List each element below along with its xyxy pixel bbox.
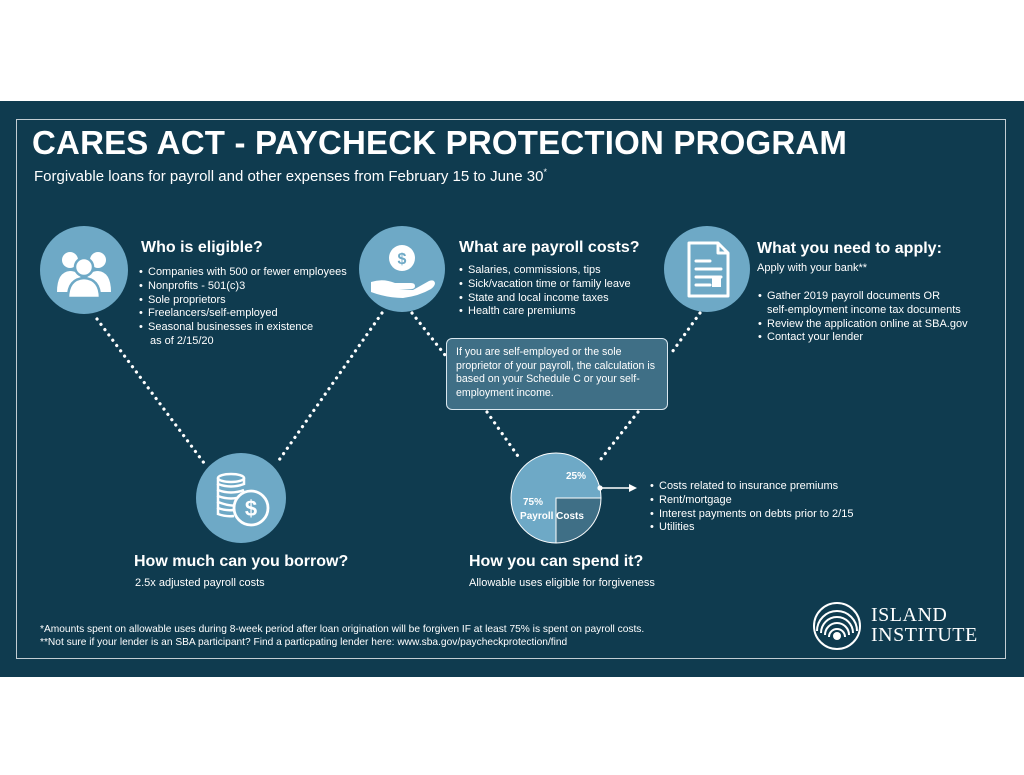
subtitle-text: Forgivable loans for payroll and other e… (34, 168, 544, 185)
eligible-list: Companies with 500 or fewer employees No… (139, 266, 347, 349)
list-item: Sole proprietors (139, 294, 347, 308)
list-item: Companies with 500 or fewer employees (139, 266, 347, 280)
arrow-right-icon (597, 484, 637, 492)
pie-label-large-pct: 75% (523, 497, 543, 508)
page-subtitle: Forgivable loans for payroll and other e… (34, 167, 547, 185)
list-item: Sick/vacation time or family leave (459, 278, 631, 292)
self-employed-callout: If you are self-employed or the sole pro… (446, 338, 668, 410)
pie-slice-payroll (510, 452, 602, 544)
page-title: CARES ACT - PAYCHECK PROTECTION PROGRAM (32, 124, 848, 161)
list-item: State and local income taxes (459, 292, 631, 306)
list-item: Health care premiums (459, 305, 631, 319)
borrow-text: 2.5x adjusted payroll costs (135, 577, 265, 589)
footnote-2: **Not sure if your lender is an SBA part… (40, 637, 568, 648)
list-item: Rent/mortgage (650, 494, 853, 508)
document-icon (664, 226, 750, 312)
payroll-heading: What are payroll costs? (459, 239, 640, 256)
dotted-connectors (95, 311, 702, 465)
pie-label-large-name: Payroll Costs (520, 511, 584, 522)
list-item-continuation: self-employment income tax documents (767, 303, 961, 316)
svg-text:$: $ (245, 496, 257, 521)
list-item: Review the application online at SBA.gov (758, 318, 968, 332)
footnote-1: *Amounts spent on allowable uses during … (40, 624, 645, 635)
eligible-heading: Who is eligible? (141, 239, 263, 256)
spend-text: Allowable uses eligible for forgiveness (469, 577, 655, 589)
island-institute-logo-icon (813, 602, 861, 650)
infographic-banner: CARES ACT - PAYCHECK PROTECTION PROGRAM … (0, 101, 1024, 677)
logo-line-1: ISLAND (871, 604, 948, 626)
payroll-list: Salaries, commissions, tips Sick/vacatio… (459, 264, 631, 319)
pie-slice-other (555, 497, 602, 544)
list-item: Salaries, commissions, tips (459, 264, 631, 278)
inner-frame (16, 119, 1006, 659)
list-item: Interest payments on debts prior to 2/15 (650, 508, 853, 522)
svg-text:$: $ (398, 251, 407, 268)
apply-intro: Apply with your bank** (757, 262, 868, 274)
apply-heading: What you need to apply: (757, 240, 942, 257)
list-item: Utilities (650, 521, 853, 535)
spend-pie-chart: 25% 75% Payroll Costs (510, 452, 602, 544)
borrow-heading: How much can you borrow? (134, 553, 349, 570)
spend-heading: How you can spend it? (469, 553, 644, 570)
list-item: Nonprofits - 501(c)3 (139, 280, 347, 294)
logo-line-2: INSTITUTE (871, 624, 978, 646)
people-group-icon (40, 226, 128, 314)
pie-label-small: 25% (566, 471, 586, 482)
list-item-continuation: as of 2/15/20 (150, 334, 214, 347)
other-uses-list: Costs related to insurance premiums Rent… (650, 480, 853, 535)
list-item: Costs related to insurance premiums (650, 480, 853, 494)
list-item: Gather 2019 payroll documents OR (758, 290, 968, 304)
coin-stack-icon: $ (196, 453, 286, 543)
list-item: Contact your lender (758, 331, 968, 345)
subtitle-footnote-mark: * (543, 167, 547, 177)
list-item: Seasonal businesses in existence (139, 321, 347, 335)
hand-coin-icon: $ (359, 226, 445, 312)
list-item: Freelancers/self-employed (139, 307, 347, 321)
apply-list: Gather 2019 payroll documents OR self-em… (758, 290, 968, 345)
